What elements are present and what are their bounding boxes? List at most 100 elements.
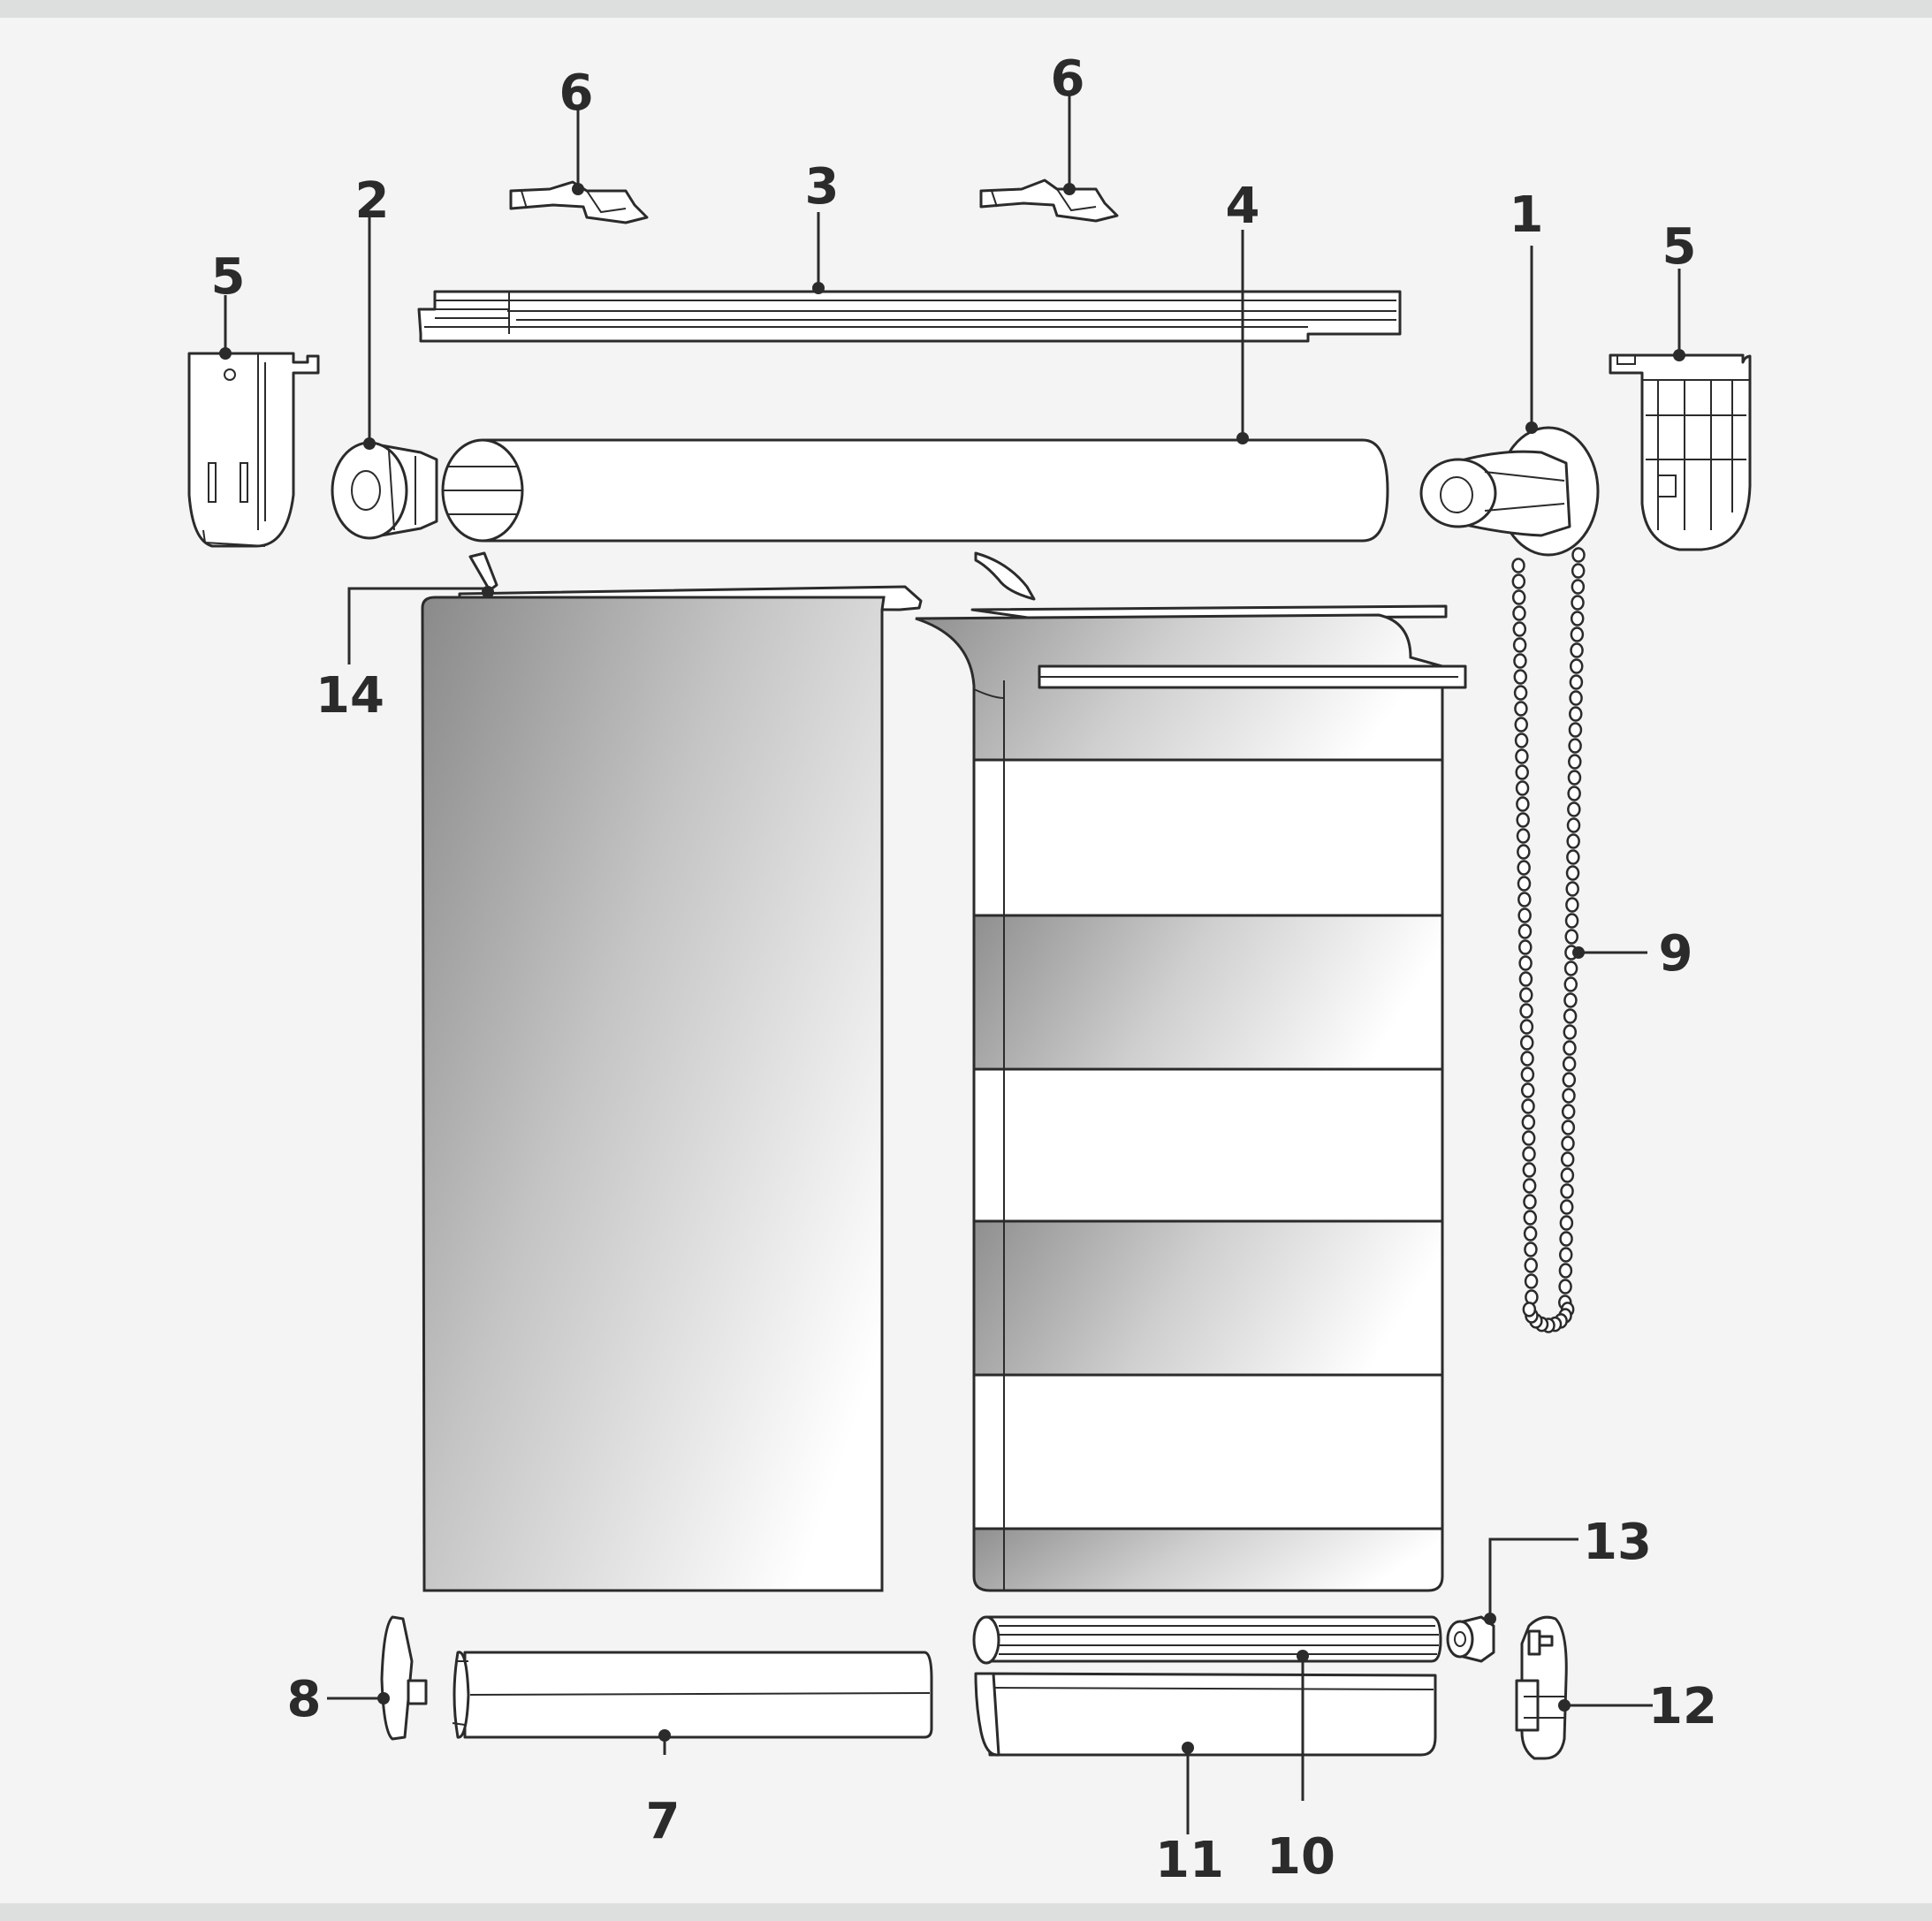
callout-1: 1 (1510, 186, 1544, 244)
chain-bead (1569, 658, 1584, 674)
chain-bead (1524, 1257, 1539, 1273)
chain-bead (1566, 833, 1580, 849)
bottom-profile (974, 1672, 1437, 1757)
chain-bead (1522, 1146, 1536, 1162)
chain-bead (1516, 828, 1531, 844)
chain-bead (1517, 907, 1532, 923)
chain-bead (1517, 844, 1531, 860)
chain-bead (1521, 1114, 1536, 1130)
chain-bead (1518, 939, 1533, 955)
chain-bead (1564, 913, 1579, 929)
chain-bead (1563, 992, 1578, 1008)
chain-bead (1525, 1289, 1539, 1305)
callout-9: 9 (1659, 925, 1693, 983)
zebra-blind-fabric (915, 551, 1467, 1592)
chain-bead (1558, 1279, 1572, 1295)
chain-bead (1520, 1082, 1535, 1098)
chain-bead (1570, 642, 1584, 658)
bottom-rail (452, 1651, 933, 1739)
chain-bead (1523, 1194, 1537, 1210)
weight-rod (972, 1615, 1442, 1665)
chain-bead (1565, 897, 1579, 913)
chain-bead (1514, 701, 1528, 717)
chain-bead (1563, 1008, 1578, 1024)
chain-bead (1517, 923, 1533, 939)
chain-bead (1512, 637, 1527, 653)
bottom-side-end-piece (1515, 1615, 1568, 1760)
chain-bead (1558, 1247, 1573, 1263)
chain-bead (1566, 849, 1580, 865)
chain-bead (1519, 1003, 1533, 1019)
chain-bead (1569, 674, 1584, 690)
callout-7: 7 (646, 1793, 681, 1850)
chain-bead (1523, 1226, 1538, 1241)
ball-chain (1511, 547, 1586, 1333)
callout-10: 10 (1266, 1828, 1335, 1886)
head-rail (417, 290, 1402, 343)
chain-bead (1565, 865, 1580, 881)
chain-bead (1511, 558, 1525, 573)
chain-bead (1569, 690, 1583, 706)
chain-bead (1563, 1040, 1577, 1056)
roller-tube (441, 438, 1389, 543)
chain-bead (1521, 1098, 1535, 1114)
chain-bead (1518, 971, 1533, 987)
idle-end-plug (331, 441, 438, 540)
chain-bead (1522, 1302, 1537, 1317)
chain-bead (1559, 1215, 1574, 1231)
chain-bead (1517, 876, 1532, 892)
chain-bead (1516, 812, 1530, 828)
chain-bead (1567, 801, 1581, 817)
callout-6-right: 6 (1051, 50, 1085, 108)
chain-bead (1570, 611, 1585, 626)
chain-bead (1571, 579, 1586, 595)
chain-bead (1561, 1120, 1576, 1135)
chain-bead (1512, 621, 1527, 637)
callout-4: 4 (1226, 178, 1260, 235)
chain-bead (1559, 1199, 1574, 1215)
chain-bead (1561, 1104, 1576, 1120)
chain-bead (1524, 1241, 1538, 1257)
callout-labels: 1 2 3 4 5 5 6 6 7 8 9 10 11 12 13 14 (211, 50, 1717, 1889)
chain-bead (1517, 892, 1532, 907)
chain-bead (1562, 1088, 1576, 1104)
chain-bead (1560, 1151, 1575, 1167)
chain-bead (1519, 1019, 1534, 1035)
callout-3: 3 (805, 158, 840, 216)
left-bracket (187, 352, 320, 548)
chain-bead (1514, 733, 1529, 748)
chain-bead (1561, 1135, 1575, 1151)
chain-bead (1515, 780, 1530, 796)
callout-2: 2 (355, 172, 390, 230)
chain-control-mechanism (1419, 426, 1600, 557)
callout-5-left: 5 (211, 248, 246, 306)
chain-bead (1559, 1231, 1573, 1247)
chain-bead (1568, 754, 1582, 770)
chain-bead (1511, 573, 1526, 589)
chain-bead (1513, 669, 1528, 685)
chain-bead (1519, 1035, 1534, 1051)
weight-rod-end-plug (1446, 1615, 1495, 1663)
chain-bead (1512, 605, 1526, 621)
chain-bead (1571, 547, 1586, 563)
top-frame-bar (0, 0, 1932, 18)
chain-bead (1515, 764, 1529, 780)
chain-bead (1564, 929, 1578, 945)
leader-lines (219, 95, 1685, 1834)
chain-bead (1520, 1051, 1534, 1067)
chain-bead (1562, 1056, 1577, 1072)
chain-bead (1563, 976, 1578, 992)
bottom-rail-end-cap (380, 1615, 428, 1741)
callout-8: 8 (287, 1671, 322, 1728)
callout-6-left: 6 (559, 65, 594, 122)
chain-bead (1571, 563, 1586, 579)
chain-bead (1562, 1072, 1577, 1088)
chain-bead (1518, 987, 1533, 1003)
callout-13: 13 (1583, 1514, 1652, 1571)
chain-bead (1568, 722, 1583, 738)
chain-bead (1569, 706, 1583, 722)
chain-bead (1524, 1273, 1539, 1289)
chain-bead (1518, 955, 1533, 971)
chain-bead (1513, 685, 1528, 701)
